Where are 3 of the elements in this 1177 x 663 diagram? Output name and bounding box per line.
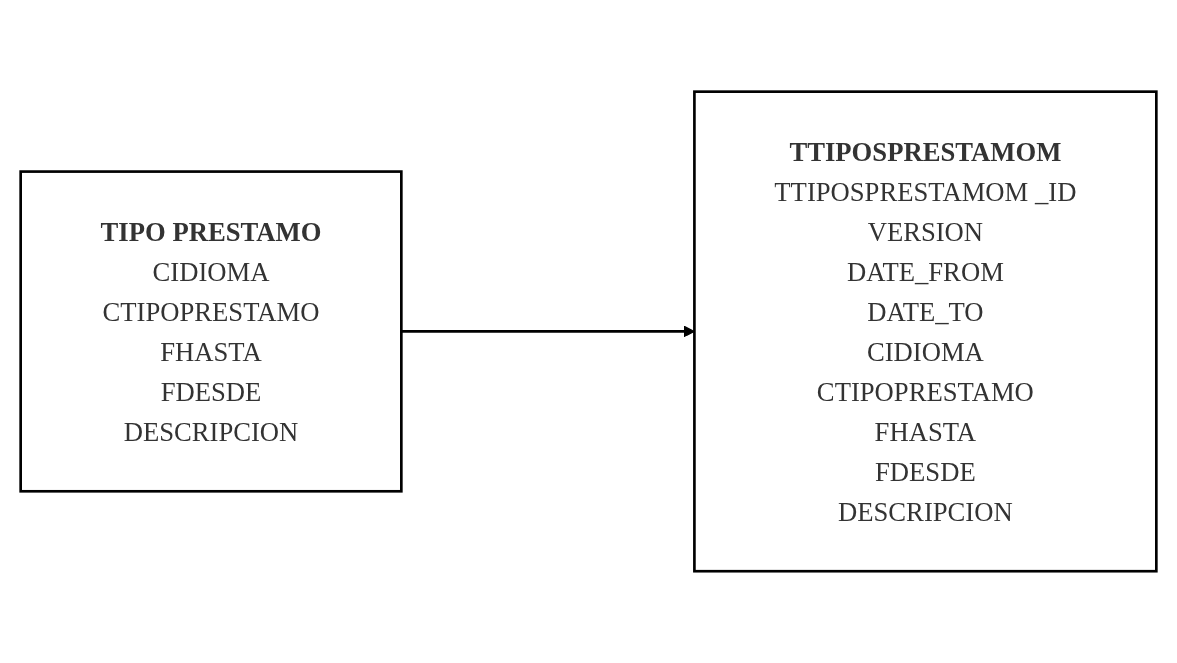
arrow (401, 325, 695, 338)
node-box: TIPO PRESTAMO CIDIOMA CTIPOPRESTAMO FHASTA FDESDE DESCRIPCION (19, 170, 403, 493)
node-box: TTIPOSPRESTAMOM TTIPOSPRESTAMOM _ID VERSION DATE_FROM DATE_TO CIDIOMA CTIPOPRESTAMO FHASTA FDESDE DESCRIPCION (693, 90, 1158, 573)
